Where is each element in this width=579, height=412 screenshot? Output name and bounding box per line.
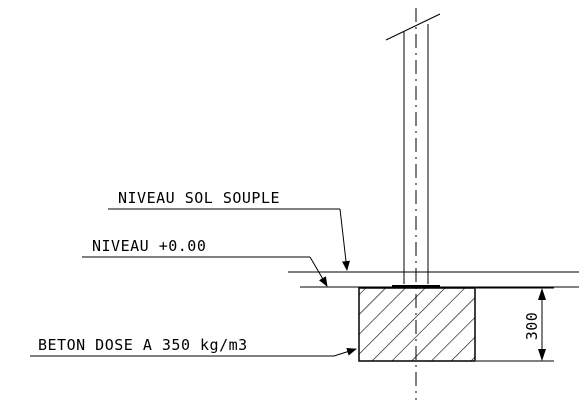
dimension-footing-depth: 300: [476, 287, 554, 362]
label-soft-ground: NIVEAU SOL SOUPLE: [118, 189, 280, 207]
concrete-footing: [358, 287, 476, 362]
dimension-value-300: 300: [523, 312, 541, 341]
label-concrete: BETON DOSE A 350 kg/m3: [38, 336, 248, 354]
label-group-level-zero: NIVEAU +0.00: [82, 237, 328, 287]
label-group-soft-ground: NIVEAU SOL SOUPLE: [108, 189, 350, 271]
label-group-concrete: BETON DOSE A 350 kg/m3: [30, 336, 357, 357]
ground-levels: [288, 271, 579, 288]
label-level-zero: NIVEAU +0.00: [92, 237, 206, 255]
post: [385, 13, 441, 284]
